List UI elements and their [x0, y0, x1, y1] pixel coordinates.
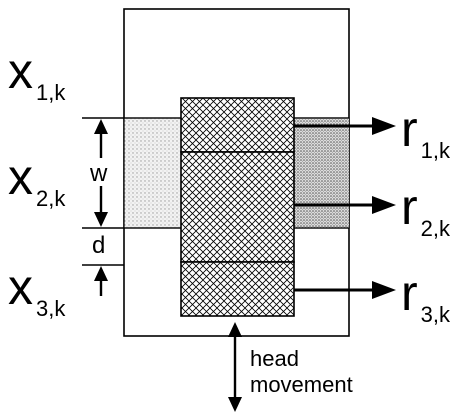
label-r2-sub: 2,k: [420, 216, 451, 241]
label-r2-main: r: [401, 179, 418, 235]
label-d: d: [92, 232, 106, 259]
label-head: head: [250, 346, 299, 371]
d-dimension-arrow: [94, 266, 108, 296]
w-dimension-arrow: [94, 119, 108, 227]
output-arrow-r3: [294, 281, 396, 299]
label-x1-sub: 1,k: [36, 80, 66, 105]
reader-3: [180, 261, 295, 317]
label-x2-sub: 2,k: [36, 186, 66, 211]
label-x3-sub: 3,k: [36, 296, 66, 321]
label-x3-main: x: [8, 259, 33, 315]
label-r3-sub: 3,k: [420, 302, 451, 327]
label-x1-main: x: [8, 43, 33, 99]
reader-1: [180, 97, 295, 153]
output-arrow-r2: [294, 196, 396, 214]
output-arrow-r1: [294, 117, 396, 135]
label-r1-sub: 1,k: [420, 138, 451, 163]
head-movement-arrow: [228, 322, 242, 412]
track-2-written-region: [294, 118, 349, 228]
label-r3-main: r: [401, 265, 418, 321]
label-r1-main: r: [401, 101, 418, 157]
label-x2-main: x: [8, 149, 33, 205]
label-movement: movement: [250, 372, 353, 397]
label-w: w: [90, 160, 108, 187]
reader-2: [180, 151, 295, 263]
